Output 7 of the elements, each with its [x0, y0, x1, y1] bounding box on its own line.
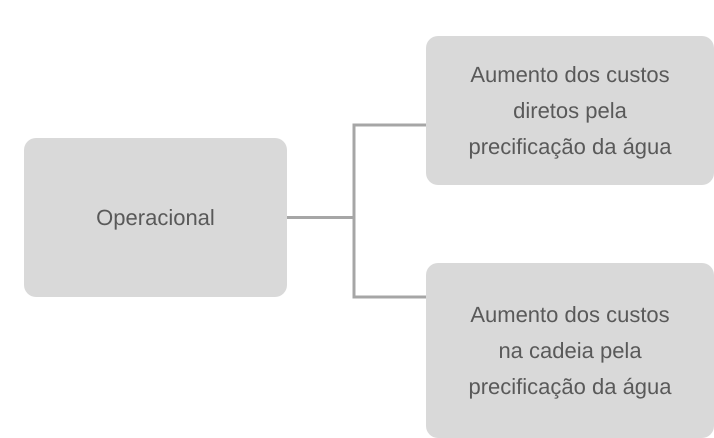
process-box — [426, 263, 714, 438]
process-box — [24, 138, 287, 297]
node-text: Aumento dos custos na cadeia pela precificação da água — [467, 300, 673, 401]
node-text: Operacional — [96, 204, 215, 232]
process-box — [426, 36, 714, 185]
node-text: Aumento dos custos diretos pela precificação da água — [467, 60, 673, 161]
connector-line — [287, 216, 426, 298]
